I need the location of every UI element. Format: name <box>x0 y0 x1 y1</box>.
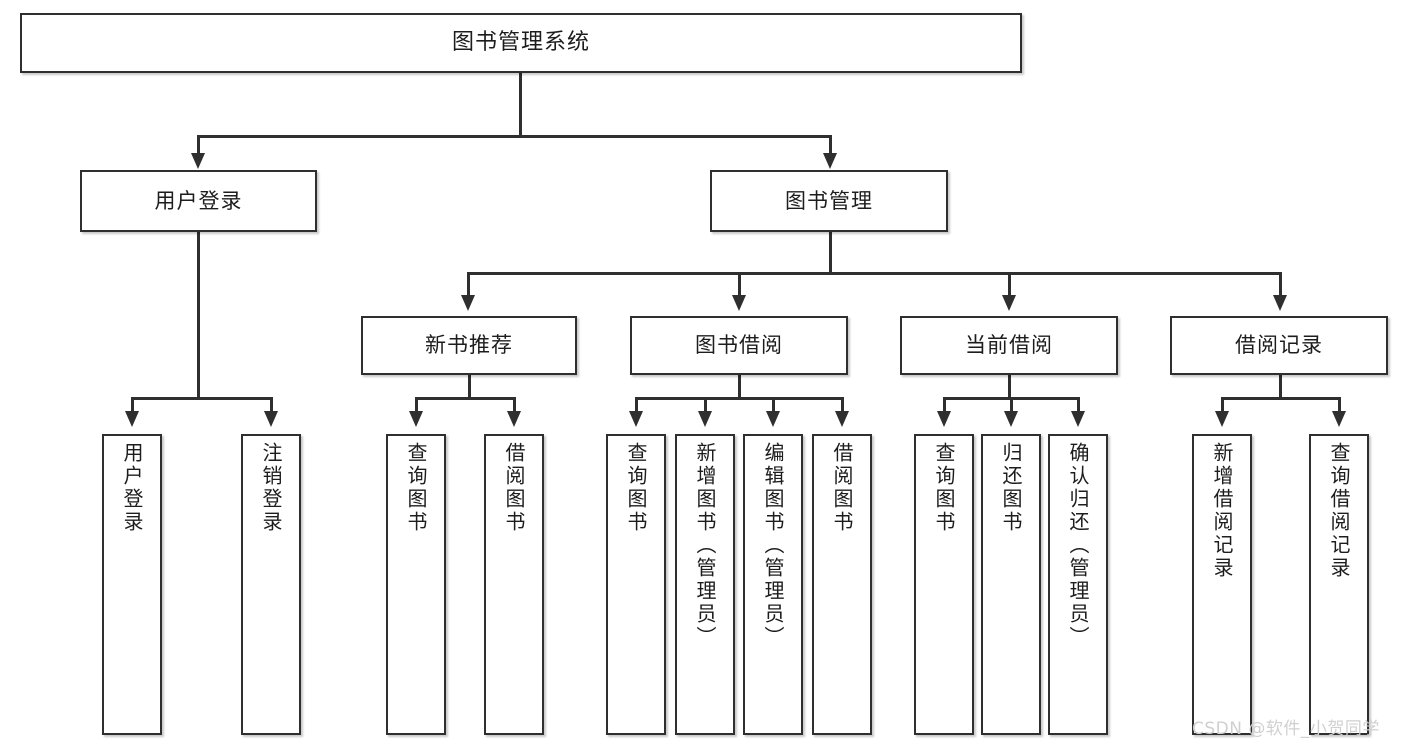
edge-book-manage-to-current-borrow <box>1008 272 1011 297</box>
node-leaf-book-borrow-2[interactable]: 新增图书（管理员） <box>675 434 735 735</box>
node-leaf-borrow-record-2-label: 查询借阅记录 <box>1327 442 1351 580</box>
node-leaf-user-login-1-label: 用户登录 <box>120 442 144 534</box>
arrow-book-manage-to-borrow-record <box>1273 295 1287 311</box>
edge-book-borrow-to-leaf2 <box>704 397 707 413</box>
edge-new-book-rec-to-leaf2 <box>513 397 516 413</box>
edge-user-login-to-leaf1 <box>131 397 134 413</box>
node-leaf-current-borrow-3[interactable]: 确认归还（管理员） <box>1048 434 1108 735</box>
edge-book-borrow-to-leaf4 <box>841 397 844 413</box>
node-user-login[interactable]: 用户登录 <box>80 170 317 232</box>
arrow-new-book-rec-to-leaf2 <box>507 411 521 427</box>
node-leaf-new-book-rec-2-label: 借阅图书 <box>502 442 526 534</box>
edge-book-borrow-to-leaf3 <box>772 397 775 413</box>
node-leaf-current-borrow-2[interactable]: 归还图书 <box>981 434 1041 735</box>
node-leaf-borrow-record-1[interactable]: 新增借阅记录 <box>1192 434 1252 735</box>
edge-new-book-rec-to-leaf1 <box>415 397 418 413</box>
watermark-text: CSDN @软件_小贺同学 <box>1192 719 1380 739</box>
arrow-borrow-record-to-leaf2 <box>1332 411 1346 427</box>
edge-user-login-to-leaf2 <box>270 397 273 413</box>
arrow-current-borrow-to-leaf3 <box>1071 411 1085 427</box>
arrow-new-book-rec-to-leaf1 <box>409 411 423 427</box>
node-leaf-new-book-rec-2[interactable]: 借阅图书 <box>484 434 544 735</box>
edge-root-to-user-login <box>197 135 200 155</box>
node-leaf-book-borrow-4-label: 借阅图书 <box>830 442 854 534</box>
edge-book-borrow-stem <box>738 375 741 397</box>
node-book-borrow[interactable]: 图书借阅 <box>630 316 848 375</box>
node-root[interactable]: 图书管理系统 <box>20 13 1022 73</box>
node-leaf-book-borrow-2-label: 新增图书（管理员） <box>693 442 717 649</box>
arrow-current-borrow-to-leaf2 <box>1004 411 1018 427</box>
edge-new-book-rec-bus <box>415 397 516 400</box>
edge-root-stem <box>519 73 522 135</box>
edge-new-book-rec-stem <box>468 375 471 397</box>
edge-user-login-stem <box>197 232 200 397</box>
node-leaf-borrow-record-2[interactable]: 查询借阅记录 <box>1309 434 1369 735</box>
node-leaf-current-borrow-1-label: 查询图书 <box>932 442 956 534</box>
node-new-book-rec[interactable]: 新书推荐 <box>361 316 577 375</box>
arrow-root-to-user-login <box>191 153 205 169</box>
node-leaf-current-borrow-1[interactable]: 查询图书 <box>914 434 974 735</box>
edge-root-to-book-manage <box>829 135 832 155</box>
arrow-user-login-to-leaf1 <box>125 411 139 427</box>
edge-book-manage-stem <box>829 232 832 272</box>
edge-book-manage-bus <box>467 272 1280 275</box>
node-user-login-label: 用户登录 <box>154 188 243 213</box>
edge-borrow-record-to-leaf2 <box>1338 397 1341 413</box>
edge-current-borrow-to-leaf2 <box>1010 397 1013 413</box>
arrow-book-borrow-to-leaf3 <box>766 411 780 427</box>
node-leaf-book-borrow-3[interactable]: 编辑图书（管理员） <box>743 434 803 735</box>
node-leaf-book-borrow-1[interactable]: 查询图书 <box>606 434 666 735</box>
node-root-label: 图书管理系统 <box>451 30 590 56</box>
arrow-book-manage-to-book-borrow <box>732 295 746 311</box>
node-book-manage-label: 图书管理 <box>785 188 873 213</box>
node-book-manage[interactable]: 图书管理 <box>710 170 948 232</box>
arrow-root-to-book-manage <box>823 153 837 169</box>
arrow-book-manage-to-new-book-rec <box>461 295 475 311</box>
node-leaf-book-borrow-4[interactable]: 借阅图书 <box>812 434 872 735</box>
edge-current-borrow-to-leaf1 <box>943 397 946 413</box>
edge-book-borrow-to-leaf1 <box>635 397 638 413</box>
node-current-borrow[interactable]: 当前借阅 <box>900 316 1118 375</box>
edge-current-borrow-stem <box>1008 375 1011 397</box>
edge-book-manage-to-new-book-rec <box>467 272 470 297</box>
node-leaf-book-borrow-1-label: 查询图书 <box>624 442 648 534</box>
edge-user-login-bus <box>131 397 271 400</box>
node-leaf-borrow-record-1-label: 新增借阅记录 <box>1210 442 1234 580</box>
arrow-user-login-to-leaf2 <box>264 411 278 427</box>
arrow-book-borrow-to-leaf2 <box>698 411 712 427</box>
node-leaf-current-borrow-3-label: 确认归还（管理员） <box>1066 442 1090 649</box>
node-leaf-user-login-1[interactable]: 用户登录 <box>102 434 162 735</box>
node-current-borrow-label: 当前借阅 <box>965 333 1053 358</box>
edge-root-bus <box>197 135 831 138</box>
edge-book-borrow-bus <box>635 397 843 400</box>
edge-borrow-record-stem <box>1279 375 1282 397</box>
arrow-book-manage-to-current-borrow <box>1002 295 1016 311</box>
node-leaf-new-book-rec-1[interactable]: 查询图书 <box>386 434 446 735</box>
arrow-book-borrow-to-leaf1 <box>629 411 643 427</box>
arrow-book-borrow-to-leaf4 <box>835 411 849 427</box>
node-leaf-user-login-2[interactable]: 注销登录 <box>241 434 301 735</box>
node-leaf-new-book-rec-1-label: 查询图书 <box>404 442 428 534</box>
node-leaf-current-borrow-2-label: 归还图书 <box>999 442 1023 534</box>
node-book-borrow-label: 图书借阅 <box>695 333 783 358</box>
node-new-book-rec-label: 新书推荐 <box>425 333 513 358</box>
node-leaf-book-borrow-3-label: 编辑图书（管理员） <box>761 442 785 649</box>
edge-book-manage-to-book-borrow <box>738 272 741 297</box>
node-borrow-record-label: 借阅记录 <box>1235 333 1323 358</box>
edge-borrow-record-bus <box>1221 397 1340 400</box>
node-borrow-record[interactable]: 借阅记录 <box>1170 316 1388 375</box>
edge-book-manage-to-borrow-record <box>1279 272 1282 297</box>
arrow-borrow-record-to-leaf1 <box>1215 411 1229 427</box>
edge-current-borrow-to-leaf3 <box>1077 397 1080 413</box>
node-leaf-user-login-2-label: 注销登录 <box>259 442 283 534</box>
edge-borrow-record-to-leaf1 <box>1221 397 1224 413</box>
arrow-current-borrow-to-leaf1 <box>937 411 951 427</box>
